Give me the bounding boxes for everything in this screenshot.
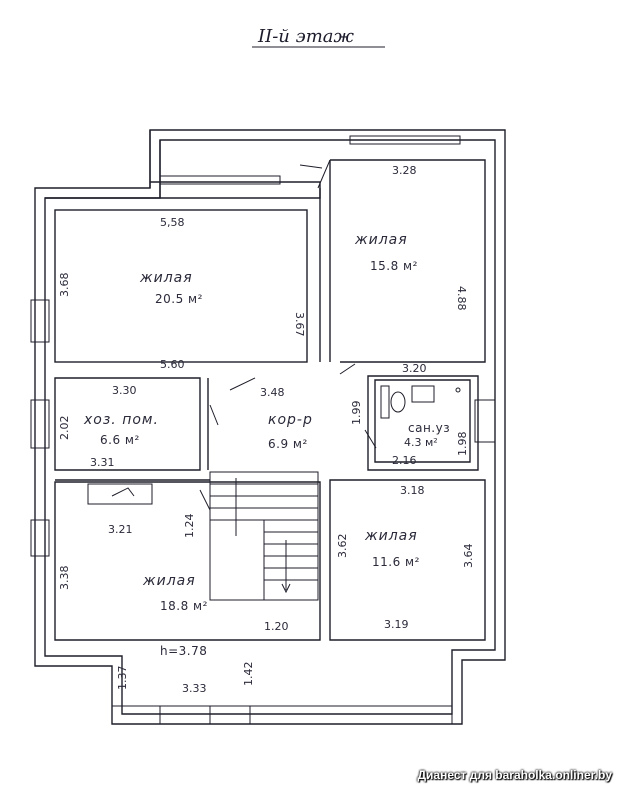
room-area: 4.3 м² bbox=[404, 436, 438, 449]
dimension-label: 3.38 bbox=[58, 566, 71, 591]
dimension-label: 3.33 bbox=[182, 682, 207, 695]
watermark: Дианест для baraholka.onliner.by bbox=[417, 768, 612, 782]
dimension-label: 3.21 bbox=[108, 523, 133, 536]
dimension-label: 2.02 bbox=[58, 416, 71, 441]
room-area: 18.8 м² bbox=[160, 599, 208, 613]
dimension-label: 1.37 bbox=[116, 666, 129, 691]
dimension-label: 1.99 bbox=[350, 401, 363, 426]
staircase bbox=[209, 471, 319, 601]
room-name: хоз. пом. bbox=[83, 412, 159, 428]
room-area: 6.6 м² bbox=[100, 433, 140, 447]
dimension-label: 5,58 bbox=[160, 216, 185, 229]
fireplace bbox=[87, 483, 153, 505]
dimension-label: 2.16 bbox=[392, 454, 417, 467]
plan-title: II-й этаж bbox=[257, 26, 354, 47]
room-area: 15.8 м² bbox=[370, 259, 418, 273]
dimension-label: 3.30 bbox=[112, 384, 137, 397]
dimension-labels: 5,58 3.68 3.67 5.60 3.28 4.88 3.20 3.48 … bbox=[58, 164, 475, 695]
windows bbox=[30, 135, 496, 725]
doors bbox=[199, 159, 377, 511]
dimension-label: 3.67 bbox=[293, 312, 306, 337]
room-area: 6.9 м² bbox=[268, 437, 308, 451]
ceiling-height: h=3.78 bbox=[160, 644, 207, 658]
interior-walls bbox=[54, 159, 486, 641]
room-name: жилая bbox=[142, 573, 196, 589]
dimension-label: 1.98 bbox=[456, 432, 469, 457]
dimension-label: 3.64 bbox=[462, 544, 475, 569]
dimension-label: 3.19 bbox=[384, 618, 409, 631]
dimension-label: 1.20 bbox=[264, 620, 289, 633]
room-area: 20.5 м² bbox=[155, 292, 203, 306]
dimension-label: 3.48 bbox=[260, 386, 285, 399]
dimension-label: 3.68 bbox=[58, 273, 71, 298]
room-name: жилая bbox=[139, 270, 193, 286]
dimension-label: 3.62 bbox=[336, 534, 349, 559]
room-name: кор-р bbox=[268, 412, 313, 428]
dimension-label: 3.20 bbox=[402, 362, 427, 375]
dimension-label: 1.42 bbox=[242, 662, 255, 687]
room-name: жилая bbox=[364, 528, 418, 544]
dimension-label: 3.28 bbox=[392, 164, 417, 177]
dimension-label: 1.24 bbox=[183, 514, 196, 539]
dimension-label: 4.88 bbox=[455, 286, 468, 311]
dimension-label: 3.18 bbox=[400, 484, 425, 497]
dimension-label: 5.60 bbox=[160, 358, 185, 371]
room-name: сан.уз bbox=[408, 421, 450, 435]
room-area: 11.6 м² bbox=[372, 555, 420, 569]
dimension-label: 3.31 bbox=[90, 456, 115, 469]
room-name: жилая bbox=[354, 232, 408, 248]
sanitary-fixtures bbox=[380, 385, 461, 419]
room-labels: жилая 20.5 м² жилая 15.8 м² хоз. пом. 6.… bbox=[83, 232, 450, 658]
